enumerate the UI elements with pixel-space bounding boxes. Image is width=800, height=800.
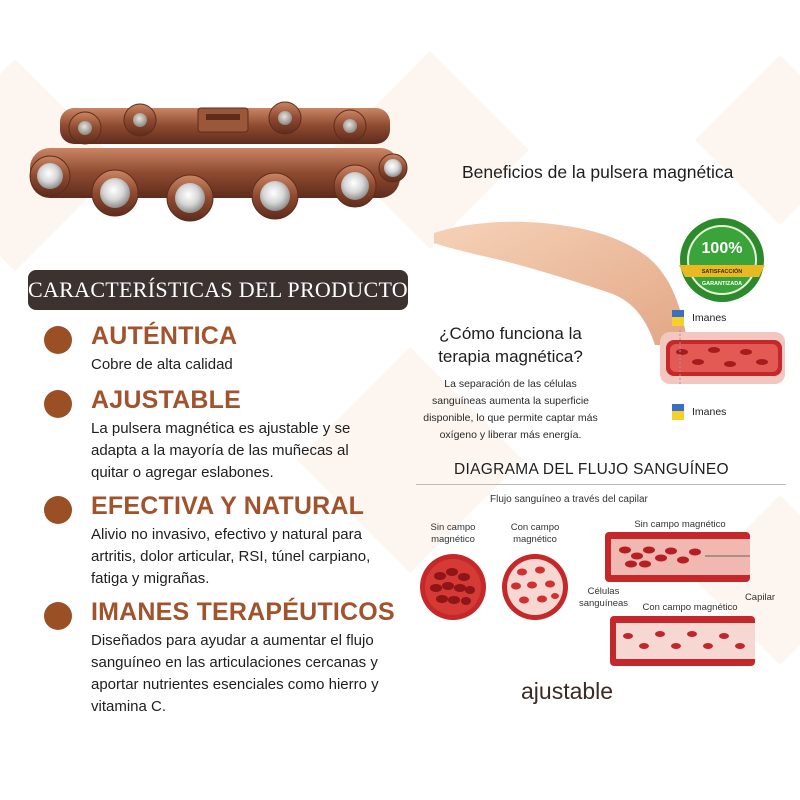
bullet-dot-icon [44,602,72,630]
benefits-title: Beneficios de la pulsera magnética [462,162,734,182]
feature-title: AUTÉNTICA [91,322,238,350]
features-header-banner: CARACTERÍSTICAS DEL PRODUCTO [28,270,408,310]
label-tube-bottom: Con campo magnético [642,602,738,613]
magnet-label-text: Imanes [692,312,727,324]
bullet-dot-icon [44,496,72,524]
diagram-subtitle: Flujo sanguíneo a través del capilar [490,494,648,505]
feature-description: Alivio no invasivo, efectivo y natural p… [91,526,371,587]
magnet-flag-icon [672,310,684,326]
seal-percent: 100% [702,240,743,257]
bullet-dot-icon [44,390,72,418]
features-header-title: CARACTERÍSTICAS DEL PRODUCTO [28,277,408,302]
magnet-label-top: Imanes [672,310,726,326]
magnet-label-text: Imanes [692,406,727,418]
adjustable-footer-label: ajustable [521,678,614,704]
satisfaction-seal-icon: 100% SATISFACCIÓN GARANTIZADA [679,218,765,302]
feature-title: AJUSTABLE [91,386,241,414]
feature-description: Diseñados para ayudar a aumentar el fluj… [91,632,379,715]
capillary-without-field [605,532,750,582]
seal-line2: GARANTIZADA [702,281,742,287]
label-capillary: Capilar [744,592,776,603]
bracelet-image [29,101,408,222]
bullet-dot-icon [44,326,72,354]
label-without-field: Sin campo magnético [430,522,476,545]
feature-title: EFECTIVA Y NATURAL [91,492,365,520]
label-cells: Células sanguíneas [578,586,629,609]
how-it-works-title: ¿Cómo funciona la terapia magnética? [438,324,583,366]
background-diamond [695,55,800,225]
diagram-divider [416,484,786,485]
label-with-field: Con campo magnético [510,522,560,545]
blood-vessel-wrist-image [660,330,785,386]
seal-line1: SATISFACCIÓN [702,267,743,275]
diagram-title: DIAGRAMA DEL FLUJO SANGUÍNEO [454,461,729,478]
how-it-works-description: La separación de las células sanguíneas … [423,378,598,441]
magnet-label-bottom: Imanes [672,404,726,420]
feature-description: Cobre de alta calidad [91,356,233,373]
hand-image [434,221,688,345]
cells-separated-circle [502,554,568,620]
feature-title: IMANES TERAPÉUTICOS [91,598,395,626]
feature-description: La pulsera magnética es ajustable y se a… [91,420,351,481]
cells-clumped-circle [420,554,486,620]
magnet-flag-icon [672,404,684,420]
label-tube-top: Sin campo magnético [634,519,726,530]
capillary-with-field [610,616,755,666]
